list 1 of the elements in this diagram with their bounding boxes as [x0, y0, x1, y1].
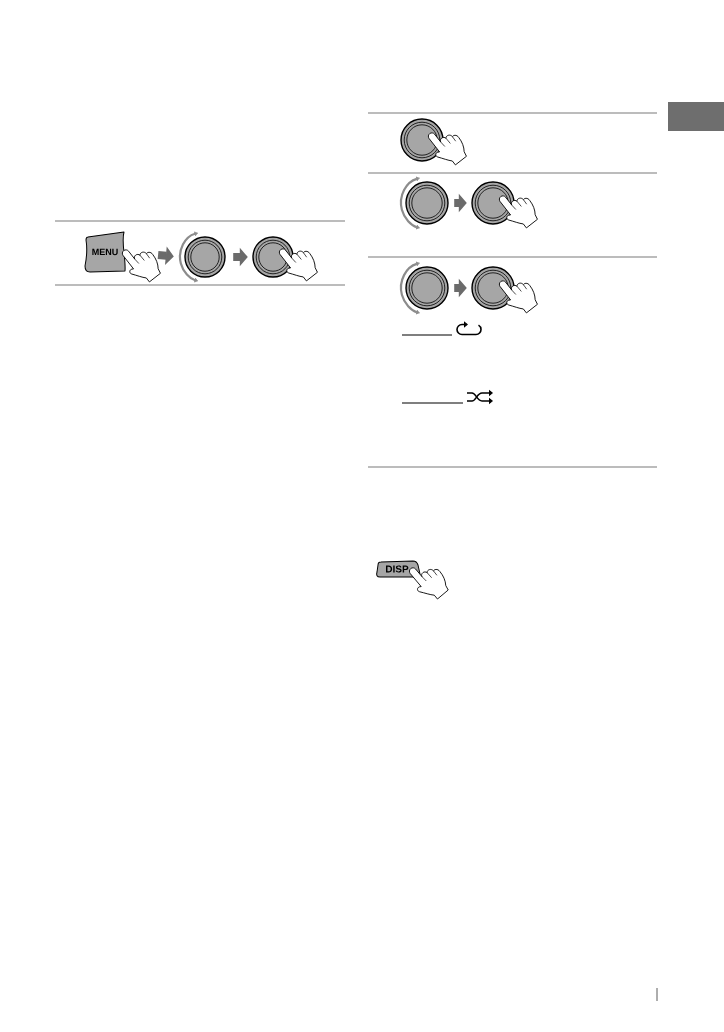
button: MENU [84, 231, 126, 273]
